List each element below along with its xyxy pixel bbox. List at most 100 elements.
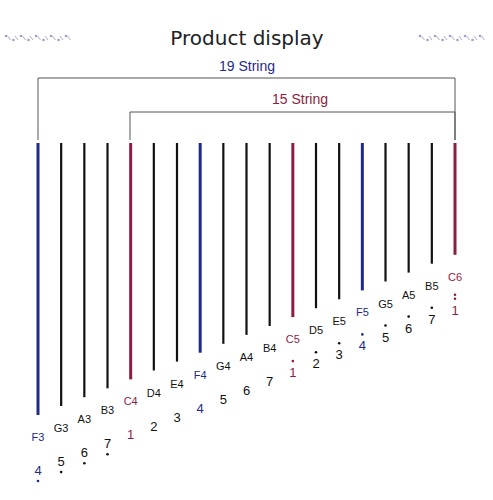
- ornament-stroke: [452, 36, 455, 40]
- note-number: 6: [243, 383, 250, 396]
- tine: [431, 143, 433, 264]
- tine: [291, 143, 294, 317]
- note-name: C6: [448, 271, 462, 282]
- title: Product display: [170, 28, 323, 48]
- note-number: 2: [150, 419, 157, 432]
- ornament-stroke: [459, 36, 462, 40]
- tine: [176, 143, 178, 362]
- ornament-dot: [27, 39, 30, 42]
- ornament-dot: [419, 35, 422, 38]
- note-name: G3: [54, 423, 69, 434]
- ornament-dot: [12, 39, 15, 42]
- note-name: E4: [170, 378, 183, 389]
- tine: [83, 143, 85, 397]
- ornament-dot: [65, 35, 68, 38]
- note-number: 4: [197, 401, 204, 414]
- ornament-stroke: [23, 36, 26, 40]
- high-octave-dot: [292, 360, 295, 363]
- tine: [384, 143, 386, 282]
- ornament-stroke: [444, 36, 447, 40]
- ornament-stroke: [30, 36, 33, 40]
- ornament-dot: [449, 35, 452, 38]
- note-name: G4: [216, 360, 231, 371]
- string-count-label: 15 String: [272, 92, 328, 106]
- ornament-stroke: [60, 36, 63, 40]
- tine: [106, 143, 108, 388]
- note-number: 5: [220, 392, 227, 405]
- tine: [153, 143, 155, 371]
- note-name: A4: [240, 351, 253, 362]
- tines: [38, 143, 455, 415]
- note-number: 1: [289, 366, 296, 379]
- tine: [338, 143, 340, 299]
- note-name: C4: [124, 396, 138, 407]
- ornament-stroke: [8, 36, 11, 40]
- tine: [454, 143, 457, 255]
- ornament-stroke: [53, 36, 56, 40]
- tine: [315, 143, 317, 308]
- ornament-stroke: [38, 36, 41, 40]
- tine: [269, 143, 271, 326]
- ornament-stroke: [68, 36, 71, 40]
- note-number: 2: [312, 357, 319, 370]
- bracket-15: [130, 112, 455, 140]
- note-name: E5: [332, 316, 345, 327]
- ornament-dot: [50, 35, 53, 38]
- string-count-label: 19 String: [219, 59, 275, 73]
- note-number: 5: [58, 455, 65, 468]
- tine: [408, 143, 410, 273]
- note-number: 3: [336, 348, 343, 361]
- low-octave-dot: [106, 453, 109, 456]
- note-name: D5: [309, 325, 323, 336]
- ornament-dot: [471, 39, 474, 42]
- ornament-dot: [426, 39, 429, 42]
- tine: [245, 143, 247, 335]
- note-number: 7: [428, 312, 435, 325]
- note-name: D4: [147, 387, 161, 398]
- tine: [222, 143, 224, 344]
- high-octave-dot: [454, 298, 457, 301]
- note-name: G5: [378, 298, 393, 309]
- high-octave-dot: [407, 315, 410, 318]
- ornament-stroke: [422, 36, 425, 40]
- note-name: F5: [356, 307, 369, 318]
- note-name: B4: [263, 343, 276, 354]
- ornament-dot: [479, 35, 482, 38]
- note-name: A3: [78, 414, 91, 425]
- note-number: 6: [405, 321, 412, 334]
- bracket-19: [38, 78, 455, 140]
- high-octave-dot: [361, 333, 364, 336]
- ornament-dot: [434, 35, 437, 38]
- ornament-dot: [5, 35, 8, 38]
- ornament-dot: [456, 39, 459, 42]
- ornament-stroke: [15, 36, 18, 40]
- high-octave-dot: [454, 294, 457, 297]
- tine: [37, 143, 40, 415]
- high-octave-dot: [315, 351, 318, 354]
- note-name: B3: [101, 405, 114, 416]
- note-number: 4: [34, 464, 41, 477]
- note-number: 1: [127, 428, 134, 441]
- high-octave-dot: [384, 324, 387, 327]
- note-name: F4: [194, 369, 207, 380]
- note-number: 6: [81, 446, 88, 459]
- note-name: A5: [402, 289, 415, 300]
- note-name: B5: [425, 280, 438, 291]
- low-octave-dot: [60, 471, 63, 474]
- low-octave-dot: [37, 480, 40, 483]
- note-number: 1: [451, 303, 458, 316]
- tine: [129, 143, 132, 379]
- ornament-stroke: [45, 36, 48, 40]
- octave-dots: [37, 294, 457, 483]
- ornament-dot: [20, 35, 23, 38]
- ornament-stroke: [467, 36, 470, 40]
- ornament-dot: [35, 35, 38, 38]
- note-number: 7: [104, 437, 111, 450]
- low-octave-dot: [83, 462, 86, 465]
- note-number: 3: [173, 410, 180, 423]
- high-octave-dot: [338, 342, 341, 345]
- tine: [60, 143, 62, 406]
- bracket-line: [130, 112, 455, 140]
- ornament-stroke: [474, 36, 477, 40]
